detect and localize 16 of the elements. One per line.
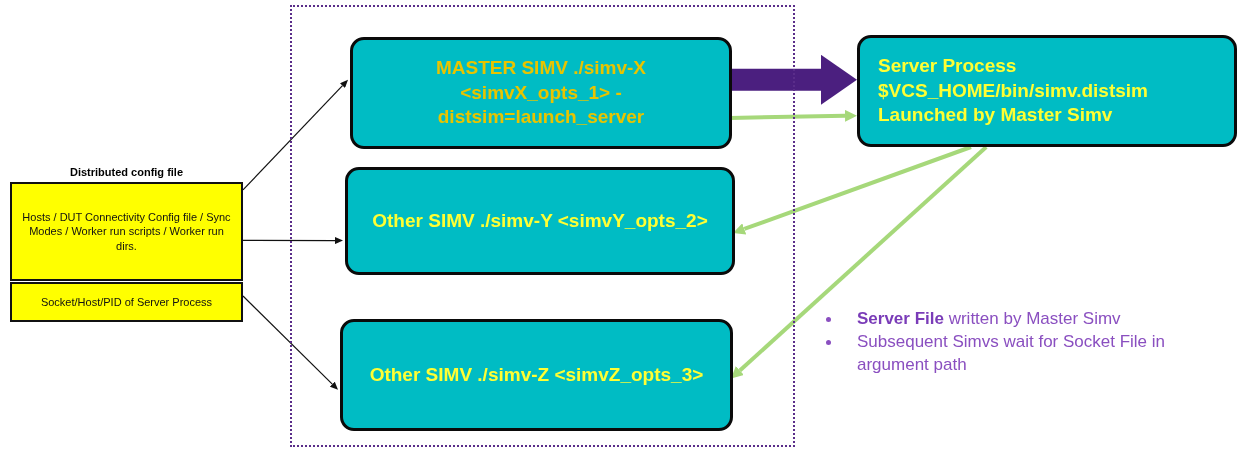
process-box: Other SIMV ./simv-Y <simvY_opts_2> <box>345 167 735 275</box>
config-box: Hosts / DUT Connectivity Config file / Sync Modes / Worker run scripts / Worker run dirs. <box>10 182 243 281</box>
bullet-text: Server File written by Master Simv <box>857 308 1121 330</box>
arrow <box>242 237 343 245</box>
block-arrow <box>730 54 857 105</box>
config-box: Socket/Host/PID of Server Process <box>10 282 243 322</box>
arrow <box>733 145 972 235</box>
arrow <box>242 79 348 191</box>
arrow <box>242 295 338 390</box>
process-box: Server Process $VCS_HOME/bin/simv.distsim Launched by Master Simv <box>857 35 1237 147</box>
box-heading: Distributed config file <box>68 166 185 178</box>
process-box: MASTER SIMV ./simv-X <simvX_opts_1> -distsim=launch_server <box>350 37 732 149</box>
dotted-frame <box>290 5 795 447</box>
bullet-text: Subsequent Simvs wait for Socket File in argument path <box>857 330 1167 376</box>
arrow <box>731 145 988 379</box>
process-box: Other SIMV ./simv-Z <simvZ_opts_3> <box>340 319 733 431</box>
